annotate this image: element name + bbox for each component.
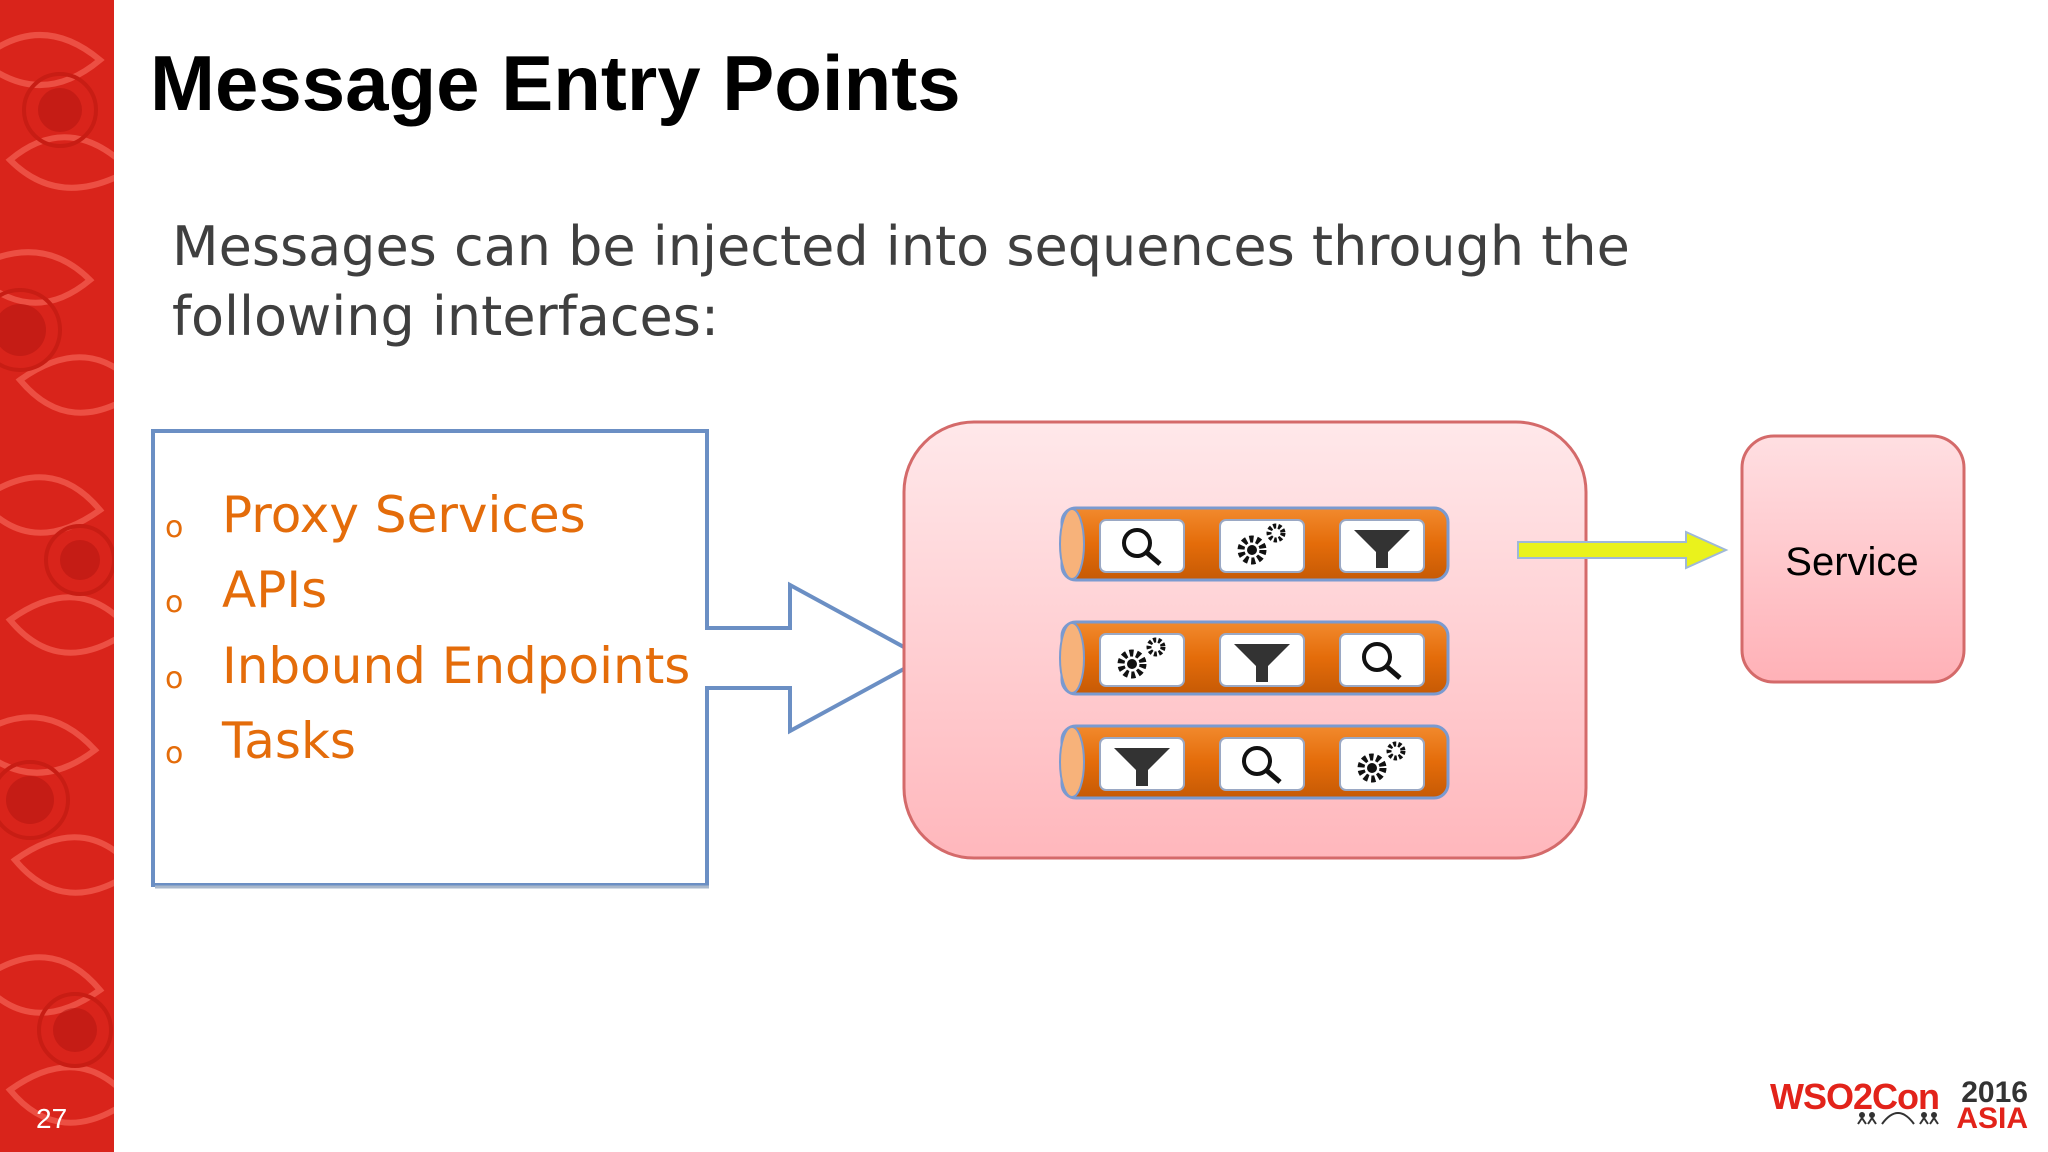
gears-icon [1237, 523, 1286, 565]
logo-region: ASIA [1956, 1102, 2028, 1135]
wso2con-logo: WSO2Con 2016 ASIA [1770, 1076, 2036, 1135]
sidebar-pattern [0, 32, 114, 1126]
service-label: Service [1785, 540, 1919, 584]
mediator-tile [1099, 633, 1185, 687]
sidebar-decoration: 27 [0, 0, 114, 1152]
filter-icon [1354, 530, 1410, 568]
entry-item-label: Proxy Services [222, 486, 586, 544]
filter-icon [1114, 748, 1170, 786]
mediator-tile [1339, 519, 1425, 573]
mediator-tile [1099, 737, 1185, 791]
entry-item-apis: o APIs [165, 561, 705, 621]
search-icon [1362, 642, 1402, 680]
gears-icon [1357, 741, 1406, 783]
mediator-tile [1339, 633, 1425, 687]
filter-icon [1234, 644, 1290, 682]
search-icon [1242, 746, 1282, 784]
mediator-tile [1099, 519, 1185, 573]
slide-number: 27 [36, 1103, 68, 1134]
slide-title: Message Entry Points [150, 39, 961, 127]
entry-item-label: Inbound Endpoints [222, 637, 691, 695]
logo-year: 2016 [1961, 1076, 2028, 1109]
slide-subtitle: Messages can be injected into sequences … [172, 215, 1630, 348]
flow-arrow-to-service [1517, 530, 1729, 570]
gears-icon [1117, 637, 1166, 679]
logo-people-icon [1857, 1112, 1939, 1125]
mediator-tile [1219, 633, 1305, 687]
bullet-marker: o [165, 510, 184, 545]
entry-item-label: Tasks [222, 712, 356, 770]
entry-item-proxy-services: o Proxy Services [165, 486, 705, 546]
bullet-marker: o [165, 585, 184, 620]
entry-item-tasks: o Tasks [165, 712, 705, 772]
entry-arrow-outline [151, 429, 929, 887]
search-icon [1122, 528, 1162, 566]
bullet-marker: o [165, 661, 184, 696]
mediator-tile [1339, 737, 1425, 791]
mediator-tile [1219, 519, 1305, 573]
logo-brand: WSO2Con [1770, 1076, 1940, 1117]
mediator-tile [1219, 737, 1305, 791]
entry-item-inbound-endpoints: o Inbound Endpoints [165, 637, 705, 697]
bullet-marker: o [165, 736, 184, 771]
entry-item-label: APIs [222, 561, 328, 619]
service-box [1740, 434, 1966, 684]
